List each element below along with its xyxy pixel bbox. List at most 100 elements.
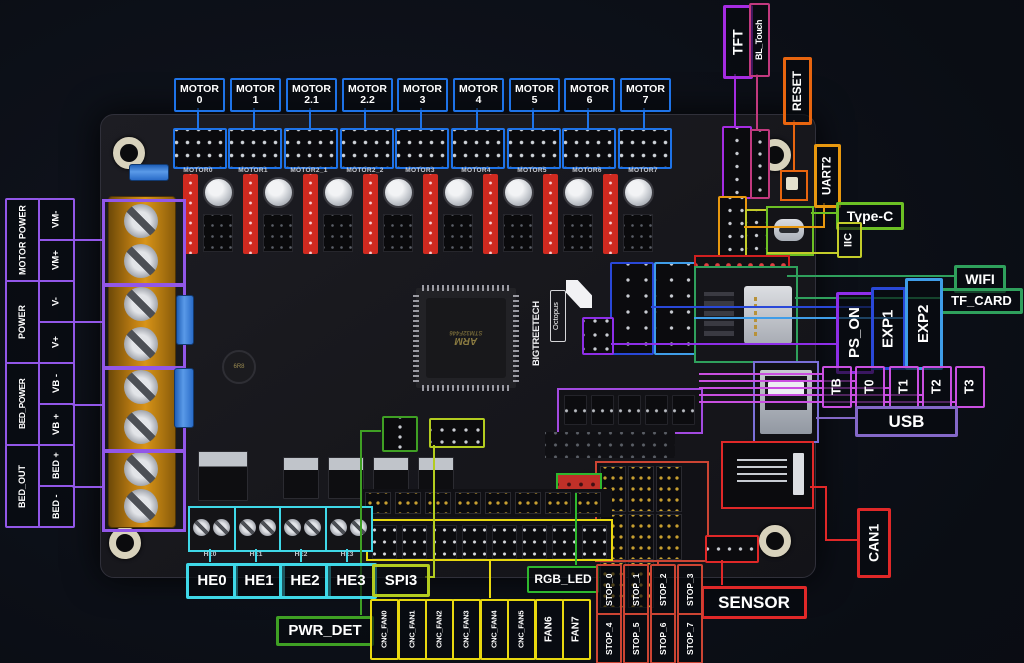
label-fan4: CNC_FAN4 — [480, 599, 509, 660]
label-bed-plus: BED + — [38, 444, 75, 487]
label-uart2: UART2 — [814, 144, 841, 208]
line — [425, 445, 435, 578]
terminal-screw — [124, 410, 158, 444]
power-inductor: 6R8 — [222, 350, 256, 384]
silk-motor1: MOTOR1 — [238, 167, 268, 174]
he2-terminal — [279, 506, 327, 552]
terminal-screw — [124, 489, 158, 523]
motor4-connector — [451, 128, 505, 169]
label-fan3: CNC_FAN3 — [452, 599, 481, 660]
mcu-chip: ARM STM32F446 — [413, 285, 519, 391]
motor6-connector — [562, 128, 616, 169]
label-he1: HE1 — [233, 563, 285, 599]
silk-motor0: MOTOR0 — [183, 167, 213, 174]
fuse — [176, 295, 194, 345]
he1-terminal — [234, 506, 282, 552]
label-text: 4 — [475, 94, 482, 106]
mosfet — [283, 457, 319, 499]
silk-motor4: MOTOR4 — [461, 167, 491, 174]
label-text: MOTOR — [626, 82, 665, 95]
label-vm-plus: VM+ — [38, 239, 75, 282]
stepper-driver — [362, 174, 416, 258]
label-usb: USB — [855, 406, 958, 437]
label-he3: HE3 — [325, 563, 377, 599]
label-text: MOTOR — [180, 82, 219, 95]
label-stop4: STOP_4 — [596, 613, 622, 663]
motor3-connector — [395, 128, 449, 169]
label-vb-plus: VB + — [38, 403, 75, 446]
line — [360, 430, 381, 615]
label-exp1: EXP1 — [871, 287, 906, 370]
exp1-connector — [610, 262, 654, 355]
label-v-minus: V- — [38, 280, 75, 323]
line — [197, 108, 645, 128]
label-text: MOTOR — [348, 82, 387, 95]
label-stop6: STOP_6 — [650, 613, 676, 663]
stepper-driver — [302, 174, 356, 258]
label-t0: T0 — [855, 366, 885, 408]
bed-out-terminal-outline — [102, 449, 186, 532]
label-bl-touch: BL_Touch — [749, 3, 770, 77]
can1-port — [721, 441, 814, 509]
label-text: MOTOR — [515, 82, 554, 95]
label-v-plus: V+ — [38, 321, 75, 364]
line — [744, 203, 825, 228]
label-text: MOTOR — [570, 82, 609, 95]
line — [721, 486, 857, 585]
stepper-driver — [182, 174, 236, 258]
label-tf-card: TF_CARD — [940, 288, 1023, 314]
motor2-1-connector — [284, 128, 338, 169]
label-reset: RESET — [783, 57, 812, 125]
label-ps-on: PS_ON — [836, 292, 874, 374]
label-fan0: CNC_FAN0 — [370, 599, 399, 660]
label-exp2: EXP2 — [905, 278, 943, 370]
label-text: MOTOR — [459, 82, 498, 95]
label-tb: TB — [822, 366, 852, 408]
mounting-hole — [759, 525, 791, 557]
terminal-screw — [124, 204, 158, 238]
label-t1: T1 — [889, 366, 919, 408]
label-stop3: STOP_3 — [677, 564, 703, 615]
reset-button — [780, 170, 808, 201]
label-t2: T2 — [922, 366, 952, 408]
terminal-screw — [124, 327, 158, 361]
mosfet — [328, 457, 364, 499]
label-stop0: STOP_0 — [596, 564, 622, 615]
line — [209, 549, 348, 562]
stepper-driver — [242, 174, 296, 258]
label-text: 2.1 — [304, 94, 319, 106]
label-can1: CAN1 — [857, 508, 891, 578]
label-text: 2.2 — [360, 94, 375, 106]
ps-on-connector — [582, 317, 614, 355]
label-text: 3 — [419, 94, 426, 106]
label-power: POWER — [5, 280, 40, 364]
fan-connector-row — [366, 519, 613, 561]
label-vb-minus: VB - — [38, 362, 75, 405]
silk-motor3: MOTOR3 — [405, 167, 435, 174]
label-text: MOTOR — [236, 82, 275, 95]
terminal-screw — [124, 452, 158, 486]
label-text: 0 — [196, 94, 203, 106]
he3-terminal — [325, 506, 373, 552]
pwr-det-connector — [382, 416, 418, 452]
label-text: 6 — [586, 94, 593, 106]
label-motor-power: MOTOR POWER — [5, 198, 40, 282]
label-rgb-led: RGB_LED — [527, 566, 599, 593]
motor5-connector — [507, 128, 561, 169]
line — [72, 239, 102, 488]
label-text: 1 — [252, 94, 259, 106]
tf-card-module — [694, 266, 798, 363]
label-text: 7 — [642, 94, 649, 106]
label-fan5: CNC_FAN5 — [507, 599, 536, 660]
label-fan6: FAN6 — [535, 599, 564, 660]
silk-motor6: MOTOR6 — [572, 167, 602, 174]
label-stop2: STOP_2 — [650, 564, 676, 615]
bltouch-connector — [750, 129, 770, 199]
